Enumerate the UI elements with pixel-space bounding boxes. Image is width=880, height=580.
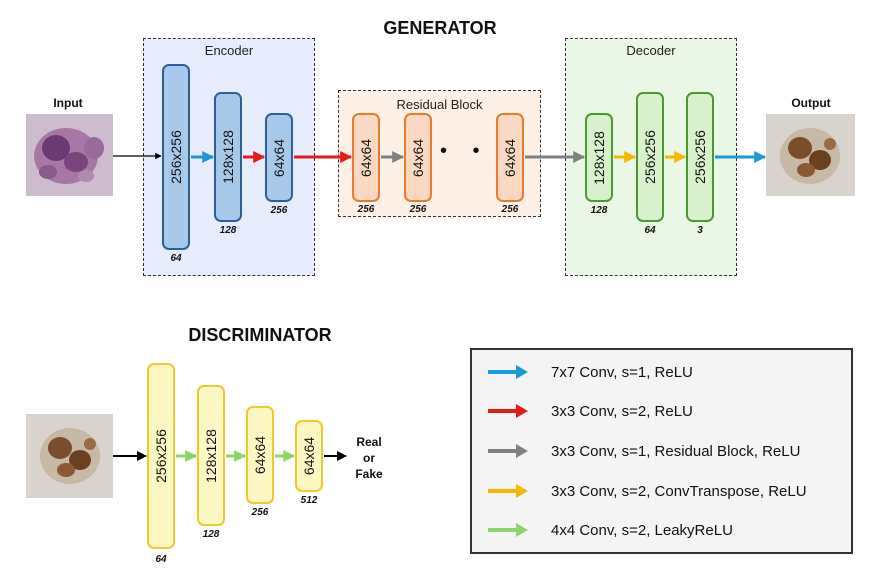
decoder-block-1: 128x128 (585, 113, 613, 202)
disc-block-1: 256x256 (147, 363, 175, 549)
legend-item-4-text: 3x3 Conv, s=2, ConvTranspose, ReLU (551, 483, 807, 500)
disc-block-2: 128x128 (197, 385, 225, 526)
residual-block-2: 64x64 (404, 113, 432, 202)
encoder-block-2-channels: 128 (219, 225, 237, 236)
disc-block-3-channels: 256 (251, 507, 269, 518)
residual-block-label: Residual Block (396, 97, 483, 112)
residual-block-3: 64x64 (496, 113, 524, 202)
legend-item-2-text: 3x3 Conv, s=2, ReLU (551, 403, 693, 420)
real-or-fake-label: Real or Fake (349, 434, 389, 482)
disc-block-1-channels: 64 (155, 554, 167, 565)
decoder-block-3: 256x256 (686, 92, 714, 222)
legend: 7x7 Conv, s=1, ReLU 3x3 Conv, s=2, ReLU … (470, 348, 853, 554)
legend-item-4: 3x3 Conv, s=2, ConvTranspose, ReLU (472, 481, 851, 503)
real-or-fake-line-2: or (363, 451, 375, 465)
output-label: Output (791, 96, 831, 110)
decoder-block-1-channels: 128 (590, 205, 608, 216)
real-or-fake-line-3: Fake (355, 467, 383, 481)
decoder-label: Decoder (626, 43, 676, 58)
encoder-block-1-channels: 64 (170, 253, 182, 264)
disc-block-4-channels: 512 (300, 495, 318, 506)
legend-item-1-text: 7x7 Conv, s=1, ReLU (551, 364, 693, 381)
disc-block-2-channels: 128 (202, 529, 220, 540)
disc-block-4: 64x64 (295, 420, 323, 492)
encoder-block-2: 128x128 (214, 92, 242, 222)
encoder-block-1: 256x256 (162, 64, 190, 250)
legend-item-3-text: 3x3 Conv, s=1, Residual Block, ReLU (551, 443, 801, 460)
decoder-block-2-channels: 64 (644, 225, 656, 236)
legend-item-5: 4x4 Conv, s=2, LeakyReLU (472, 520, 851, 542)
residual-block-3-channels: 256 (501, 204, 519, 215)
output-image (766, 114, 855, 196)
discriminator-title: DISCRIMINATOR (188, 325, 332, 345)
encoder-label: Encoder (204, 43, 254, 58)
real-or-fake-line-1: Real (356, 435, 382, 449)
generator-title: GENERATOR (383, 18, 497, 38)
decoder-block-3-channels: 3 (697, 225, 703, 236)
input-image (26, 114, 113, 196)
residual-block-1-channels: 256 (357, 204, 375, 215)
discriminator-input-image (26, 414, 113, 498)
residual-block-2-channels: 256 (409, 204, 427, 215)
disc-block-3: 64x64 (246, 406, 274, 504)
encoder-block-3: 64x64 (265, 113, 293, 202)
residual-ellipsis: • • • (440, 140, 523, 162)
legend-item-2: 3x3 Conv, s=2, ReLU (472, 401, 851, 423)
legend-item-1: 7x7 Conv, s=1, ReLU (472, 362, 851, 384)
legend-item-3: 3x3 Conv, s=1, Residual Block, ReLU (472, 441, 851, 463)
residual-block-1: 64x64 (352, 113, 380, 202)
legend-item-5-text: 4x4 Conv, s=2, LeakyReLU (551, 522, 733, 539)
decoder-block-2: 256x256 (636, 92, 664, 222)
encoder-block-3-channels: 256 (270, 205, 288, 216)
input-label: Input (53, 96, 83, 110)
